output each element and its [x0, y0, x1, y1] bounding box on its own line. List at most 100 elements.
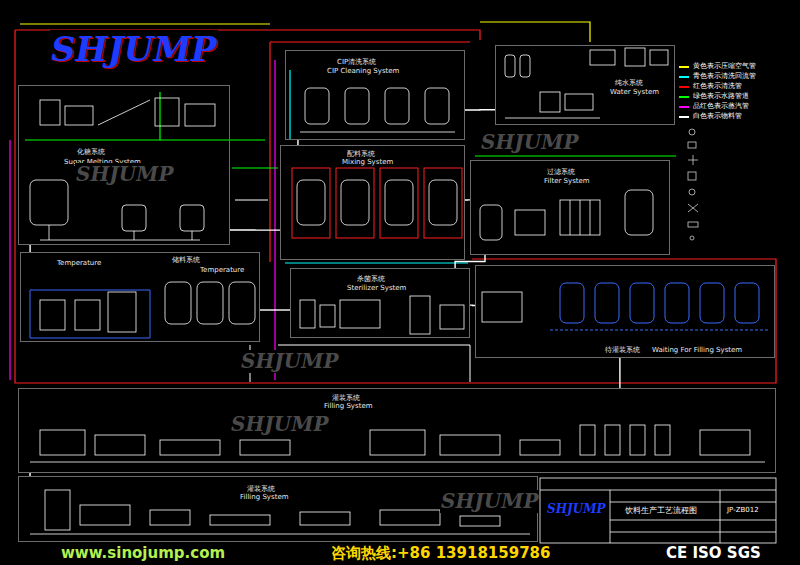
symbol-key [688, 142, 696, 148]
equipment-symbol [505, 118, 600, 119]
equipment-symbol [540, 92, 560, 112]
symbol-key [688, 155, 698, 165]
watermark: SHJUMP [75, 163, 174, 186]
symbol-key [688, 204, 698, 212]
system-label: Water System [609, 88, 660, 96]
equipment-symbol [75, 300, 100, 330]
material-pipe [230, 229, 280, 231]
equipment-symbol [385, 180, 413, 225]
certification-marks: CE ISO SGS [665, 545, 762, 562]
system-label: 纯水系统 [614, 79, 644, 87]
equipment-symbol [515, 210, 545, 235]
equipment-symbol [40, 430, 85, 455]
system-label: Sterilizer System [346, 284, 407, 292]
equipment-symbol [625, 190, 653, 235]
system-label: 储料系统 [171, 256, 201, 264]
equipment-symbol [300, 512, 350, 525]
equipment-symbol [45, 490, 70, 530]
system-label: Waiting For Filling System [651, 346, 743, 354]
system-label: Temperature [199, 266, 245, 274]
system-region: 杀菌系统Sterilizer System [290, 268, 470, 338]
titleblock-logo: SHJUMP [546, 503, 606, 517]
equipment-symbol [98, 100, 150, 125]
system-label: CIP清洗系统 [336, 58, 377, 66]
equipment-symbol [625, 48, 645, 66]
equipment-symbol [700, 430, 750, 455]
system-label: 待灌装系统 [604, 346, 641, 354]
system-label: Filter System [543, 177, 591, 185]
equipment-symbol [655, 425, 670, 455]
legend-swatch [679, 66, 689, 68]
equipment-symbol [108, 292, 136, 332]
equipment-symbol [630, 425, 645, 455]
equipment-symbol [320, 305, 335, 327]
pipe-network [10, 22, 776, 383]
title-block-grid [540, 478, 776, 543]
legend-swatch [679, 76, 689, 78]
tank-symbol [665, 283, 689, 323]
equipment-symbol [165, 282, 191, 324]
tank-symbol [735, 283, 759, 323]
material-pipe [619, 358, 620, 388]
equipment-symbol [460, 516, 500, 526]
equipment-symbol [345, 88, 369, 124]
equipment-symbol [30, 534, 530, 535]
tank-frame [380, 168, 418, 238]
material-pipe [465, 109, 495, 111]
equipment-symbol [440, 435, 500, 455]
equipment-symbol [30, 48, 765, 534]
equipment-symbol [380, 510, 440, 525]
equipment-symbol [185, 104, 215, 126]
system-region: CIP清洗系统CIP Cleaning System [285, 50, 465, 140]
equipment-symbol [560, 200, 600, 235]
equipment-symbol [40, 300, 65, 330]
pipe-network [235, 200, 470, 382]
equipment-symbol [197, 282, 223, 324]
system-region: 待灌装系统 Waiting For Filling System [475, 265, 775, 358]
drawing-title: 饮料生产工艺流程图 [624, 506, 698, 515]
equipment-symbol [580, 425, 595, 455]
pipe-network [285, 70, 468, 263]
symbol-key [689, 129, 695, 135]
equipment-symbol [122, 205, 146, 231]
material-pipe [455, 255, 485, 268]
equipment-symbol [95, 435, 145, 455]
tank-symbol [700, 283, 724, 323]
system-label: Filling System [239, 493, 290, 501]
equipment-symbol [300, 300, 315, 328]
legend-text: 品红色表示蒸汽管 [692, 102, 750, 110]
tank-symbol [630, 283, 654, 323]
title-block-grid [540, 478, 776, 543]
website-url: www.sinojump.com [60, 545, 226, 562]
equipment-symbol [160, 440, 220, 455]
equipment-symbol [565, 94, 593, 110]
legend-text: 红色表示清洗管 [692, 82, 743, 90]
equipment-symbol [480, 205, 502, 240]
pipe-network [10, 60, 275, 380]
equipment-symbol [440, 305, 464, 329]
equipment-symbol [340, 300, 380, 328]
symbol-key [688, 129, 698, 240]
tank-symbol [30, 283, 770, 338]
equipment-symbol [150, 510, 190, 525]
equipment-symbol [300, 132, 455, 133]
system-region: 配料系统Mixing System [280, 145, 465, 260]
equipment-symbol [210, 515, 270, 525]
system-label: 灌装系统 [331, 394, 361, 402]
equipment-symbol [650, 50, 668, 65]
legend-swatch [679, 116, 689, 118]
equipment-symbol [520, 55, 530, 77]
system-label: 化糖系统 [76, 148, 106, 156]
watermark: SHJUMP [480, 131, 579, 154]
equipment-symbol [385, 88, 409, 124]
system-label: Filling System [323, 402, 374, 410]
equipment-symbol [425, 88, 449, 124]
equipment-symbol [520, 440, 560, 455]
equipment-symbol [30, 180, 68, 225]
system-region: 灌装系统Filling System [18, 388, 776, 473]
title-block-grid [540, 490, 776, 543]
system-label: 杀菌系统 [356, 275, 386, 283]
equipment-symbol [40, 100, 60, 125]
legend-text: 绿色表示水路管道 [692, 92, 750, 100]
watermark: SHJUMP [440, 490, 539, 513]
